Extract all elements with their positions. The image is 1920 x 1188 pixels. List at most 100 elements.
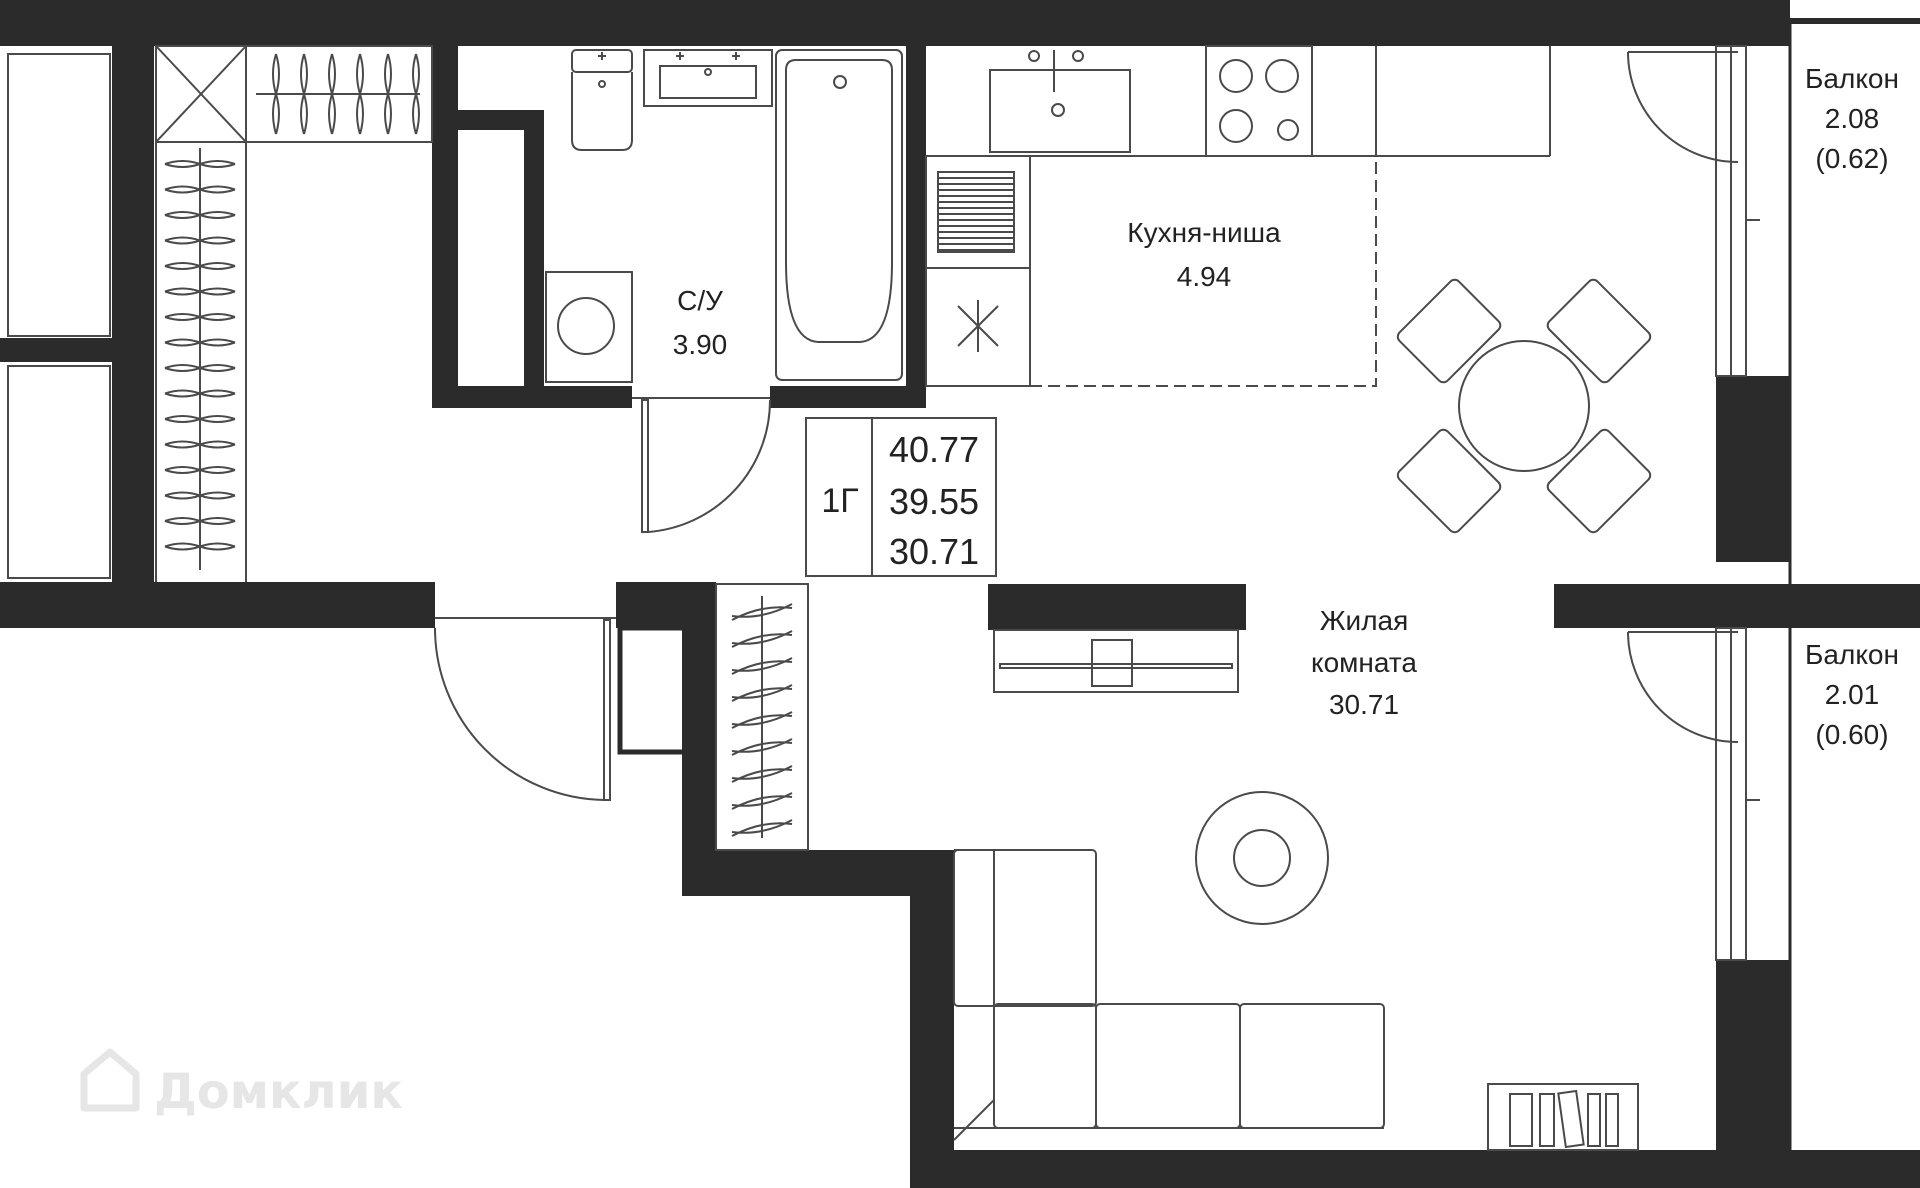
wall-bath-right xyxy=(906,46,926,408)
wall-left-mid xyxy=(0,338,112,362)
living-area-summary: 30.71 xyxy=(889,531,979,572)
hanger xyxy=(164,466,236,474)
radiator-fin-2 xyxy=(1539,1093,1555,1147)
entry-wardrobe-box xyxy=(715,583,809,851)
wall-corridor-bottom xyxy=(682,850,952,896)
burner-1-icon xyxy=(1219,59,1253,93)
radiator-fin-4 xyxy=(1587,1093,1601,1147)
hanger xyxy=(412,53,420,135)
radiator xyxy=(1487,1083,1639,1151)
wall-living-left xyxy=(910,850,954,1188)
hanger xyxy=(164,262,236,270)
kitchen-radiator-grill xyxy=(937,171,1015,253)
windows xyxy=(1627,24,1792,1166)
hanger xyxy=(356,53,364,135)
tv-screen xyxy=(999,663,1233,669)
living-name-line2: комната xyxy=(1311,647,1417,678)
balcony-top-reduced: (0.62) xyxy=(1815,143,1888,174)
hanger xyxy=(164,160,236,168)
kitchen-tap-right-icon xyxy=(1072,50,1084,62)
wardrobe xyxy=(155,45,433,582)
kitchen-name: Кухня-ниша xyxy=(1127,217,1281,248)
coffee-table-outer xyxy=(1195,791,1329,925)
kitchen-area: 4.94 xyxy=(1177,261,1232,292)
toilet-flush-icon xyxy=(598,80,606,88)
bath-sink-taps-icon xyxy=(676,52,740,60)
bath-sink-drain-icon xyxy=(704,68,712,76)
wall-right-bottom xyxy=(1716,960,1790,1188)
bath-door-leaf xyxy=(641,399,649,533)
toilet-valve-icon xyxy=(598,52,606,60)
living-name-line1: Жилая xyxy=(1320,605,1409,636)
room-labels: С/У 3.90 Кухня-ниша 4.94 Жилая комната 3… xyxy=(673,63,1899,750)
dining-chair-2 xyxy=(1546,428,1652,534)
balcony-door-bottom-swing xyxy=(1627,631,1739,743)
hanger xyxy=(384,53,392,135)
balcony-top-area: 2.08 xyxy=(1825,103,1880,134)
apartment-type: 1Г xyxy=(821,482,858,520)
toilet-bowl xyxy=(571,72,633,151)
wall-top-balcony xyxy=(1790,18,1920,24)
hanger xyxy=(164,287,236,296)
coffee-table xyxy=(1195,791,1329,925)
tv-unit xyxy=(993,629,1239,693)
hanger xyxy=(328,53,336,135)
bath-door-swing xyxy=(647,399,772,533)
hanger xyxy=(272,53,280,135)
living-area: 30.71 xyxy=(1329,689,1399,720)
hanger xyxy=(164,440,236,449)
balcony-bottom-area: 2.01 xyxy=(1825,679,1880,710)
washing-machine xyxy=(545,271,633,383)
hangers-vertical xyxy=(164,160,236,551)
bathtub-inner xyxy=(785,59,893,343)
wall-bath-left xyxy=(432,46,458,408)
kitchen-fixtures xyxy=(925,45,1551,387)
hanger xyxy=(164,313,236,321)
total-area: 40.77 xyxy=(889,429,979,470)
balcony-door-top-swing xyxy=(1627,51,1739,163)
tv-cabinet xyxy=(993,629,1239,693)
kitchen-niche-boundary xyxy=(1030,156,1377,387)
burner-3-icon xyxy=(1219,109,1253,143)
entry-wardrobe xyxy=(715,583,809,851)
bath-sink-counter xyxy=(643,49,773,107)
dining-chair-3 xyxy=(1396,428,1502,534)
cooktop xyxy=(1205,45,1313,157)
hanger xyxy=(300,53,308,135)
radiator-fin-5 xyxy=(1605,1093,1619,1147)
kitchen-tap-left-icon xyxy=(1028,50,1040,62)
radiator-fin-1 xyxy=(1509,1093,1533,1147)
sofa-chaise-back xyxy=(953,849,1097,1007)
kitchen-sink xyxy=(989,69,1131,153)
closet-lower xyxy=(7,365,111,579)
entry-frame-box xyxy=(617,625,689,755)
wall-right-balcony-divider xyxy=(1554,584,1920,628)
watermark-text: Домклик xyxy=(154,1064,403,1120)
hanger xyxy=(164,389,236,398)
radiator-fin-3 xyxy=(1557,1089,1585,1149)
wall-right-mid xyxy=(1716,376,1790,562)
hanger xyxy=(164,415,236,423)
watermark: Домклик xyxy=(80,1048,403,1120)
bathroom-fixtures xyxy=(545,49,903,383)
bathtub-drain-icon xyxy=(833,75,847,89)
wall-bath-bottom-right xyxy=(770,386,926,408)
washing-machine-drum-icon xyxy=(557,297,615,355)
dining-chair-1 xyxy=(1396,278,1502,384)
sofa-arm-left xyxy=(953,849,995,1141)
hanger xyxy=(164,236,236,245)
kitchen-cabinet-lower xyxy=(925,267,1031,387)
wall-left-bottom xyxy=(0,582,435,628)
hangers-horizontal xyxy=(272,53,420,135)
sofa-seat-3 xyxy=(1239,1003,1385,1129)
hanger xyxy=(164,517,236,525)
left-closet xyxy=(7,53,111,579)
wall-left-closet xyxy=(112,46,154,586)
apartment-summary: 1Г 40.77 39.55 30.71 xyxy=(805,417,997,577)
kitchen-drain-icon xyxy=(1051,103,1065,117)
tv-stand xyxy=(1091,639,1133,687)
hanger xyxy=(164,364,236,372)
wall-bath-niche xyxy=(524,110,544,408)
